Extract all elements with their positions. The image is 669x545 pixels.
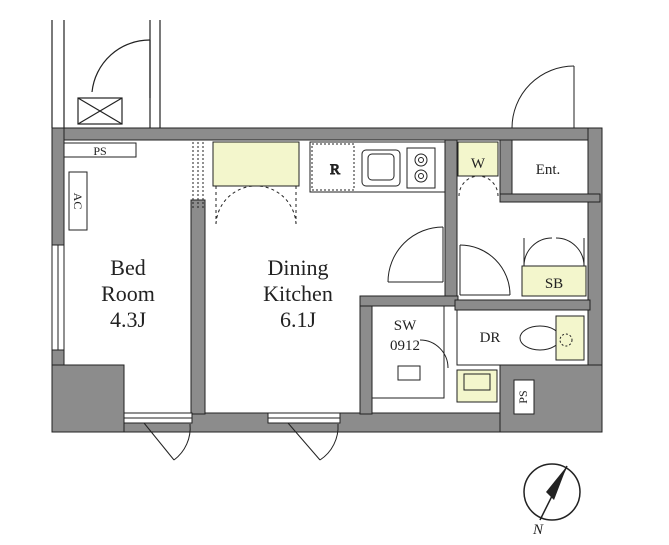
ac-label: AC [71,193,85,210]
dr-room: DR [456,309,589,403]
hall-doors [387,226,511,296]
ent-label: Ent. [536,162,561,178]
walls [51,127,603,433]
kitchen-counter: R [309,141,446,193]
sw-label-1: SW [394,318,417,334]
dining-closet [212,141,300,225]
sb-box: SB [521,237,587,297]
bottom-doors [123,412,341,461]
bed-room-label-1: Bed [110,255,145,280]
entrance: Ent. [511,65,589,195]
ac-unit: AC [68,171,88,231]
bed-room-label-2: Room [101,281,155,306]
bed-room-label-3: 4.3J [110,307,147,332]
left-window [51,244,65,351]
balcony [51,20,161,128]
r-label: R [330,162,340,178]
dining-kitchen-label-3: 6.1J [280,307,317,332]
w-label: W [471,156,486,172]
sw-label-2: 0912 [390,338,420,354]
w-closet: W [457,141,499,197]
compass-n-label: N [532,522,544,538]
sb-label: SB [545,276,563,292]
compass: N [523,463,581,538]
ps-bottom-box: PS [513,379,535,415]
ps-top-label: PS [93,144,106,158]
room-labels: Bed Room 4.3J Dining Kitchen 6.1J [101,255,333,332]
ps-top-box: PS [63,142,137,158]
dr-label: DR [480,330,501,346]
closet-dots [192,142,204,208]
sw-room: SW 0912 [371,305,449,399]
dining-kitchen-label-1: Dining [267,255,328,280]
ps-bottom-label: PS [516,390,530,403]
dining-kitchen-label-2: Kitchen [263,281,333,306]
